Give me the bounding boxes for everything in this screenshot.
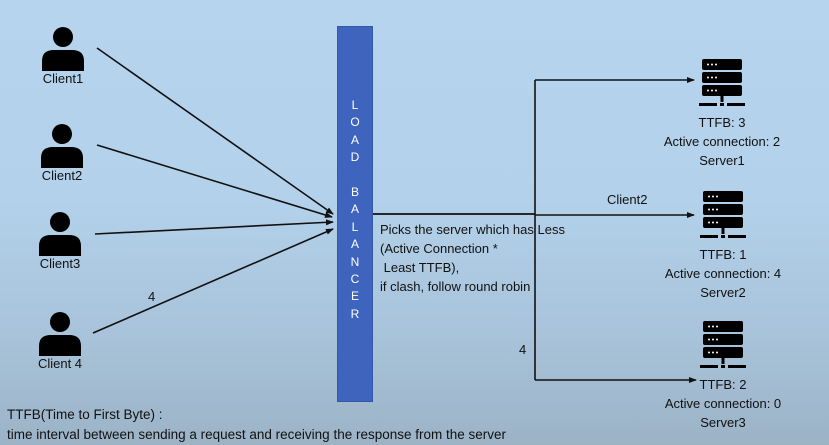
- server-1: TTFB: 3 Active connection: 2 Server1: [652, 59, 792, 170]
- client-2: Client2: [27, 122, 97, 183]
- load-balancer-letter: C: [350, 271, 360, 286]
- server-3: TTFB: 2 Active connection: 0 Server3: [653, 321, 793, 432]
- load-balancer-letter: L: [351, 98, 359, 112]
- arrow-client1-to-lb: [96, 47, 334, 215]
- arrow-client2-to-lb: [96, 144, 333, 218]
- load-balancer-letter: A: [350, 202, 359, 217]
- client-label: Client2: [41, 168, 83, 183]
- server-name: Server3: [700, 415, 746, 430]
- server-name: Server1: [699, 153, 745, 168]
- server-active-connections: Active connection: 2: [663, 134, 781, 149]
- person-icon: [39, 212, 81, 256]
- load-balancer-letter: A: [350, 237, 359, 252]
- load-balancer-letter-gap: [338, 167, 372, 184]
- ttfb-definition-title: TTFB(Time to First Byte) :: [7, 407, 163, 422]
- client-4: Client 4: [25, 310, 95, 371]
- arrow-client4-to-lb: [92, 228, 334, 334]
- server-icon: [700, 321, 746, 368]
- person-icon: [41, 124, 83, 168]
- load-balancer-letter: N: [350, 254, 360, 269]
- load-balancer-letter: A: [350, 132, 359, 147]
- client-label: Client 4: [37, 356, 83, 371]
- server-icon: [700, 191, 746, 238]
- server3-edge-label: 4: [519, 342, 527, 357]
- server-icon: [699, 59, 745, 106]
- load-balancer-letter: E: [350, 289, 359, 304]
- load-balancer-letter: O: [350, 115, 360, 130]
- algorithm-note: Picks the server which has Less (Active …: [380, 222, 565, 294]
- person-icon: [42, 27, 84, 71]
- person-icon: [39, 312, 81, 356]
- load-balancer-letter: L: [351, 219, 359, 234]
- client4-edge-label: 4: [148, 289, 156, 304]
- client-3: Client3: [25, 210, 95, 271]
- load-balancer-letter: D: [350, 150, 360, 165]
- server-ttfb: TTFB: 1: [699, 247, 747, 262]
- server-name: Server2: [700, 285, 746, 300]
- load-balancer-letter: B: [350, 184, 359, 199]
- ttfb-definition-text: time interval between sending a request …: [7, 427, 507, 442]
- server-ttfb: TTFB: 3: [698, 115, 746, 130]
- client-1: Client1: [28, 25, 98, 86]
- client-label: Client3: [39, 256, 81, 271]
- server-active-connections: Active connection: 4: [664, 266, 782, 281]
- server-ttfb: TTFB: 2: [699, 377, 747, 392]
- client-label: Client1: [42, 71, 84, 86]
- server-active-connections: Active connection: 0: [664, 396, 782, 411]
- routing-label: Client2: [607, 192, 648, 207]
- load-balancer-letter: R: [350, 306, 360, 321]
- server-2: TTFB: 1 Active connection: 4 Server2: [653, 191, 793, 302]
- ttfb-definition: TTFB(Time to First Byte) : time interval…: [7, 405, 506, 445]
- arrow-client3-to-lb: [94, 219, 334, 235]
